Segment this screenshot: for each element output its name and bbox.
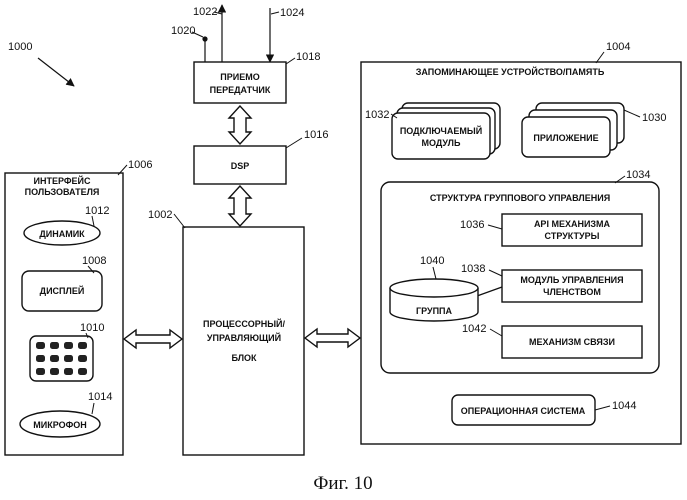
ref-1030: 1030 (642, 112, 666, 124)
microphone-label: МИКРОФОН (33, 420, 87, 430)
processor-label-1: ПРОЦЕССОРНЫЙ/ (203, 318, 285, 329)
ui-processor-arrow (124, 330, 182, 348)
ref-1042: 1042 (462, 323, 486, 335)
plugin-label-2: МОДУЛЬ (422, 138, 461, 148)
ref-1006: 1006 (128, 159, 152, 171)
display-label: ДИСПЛЕЙ (40, 285, 85, 296)
ref-1036: 1036 (460, 219, 484, 231)
ref-1002: 1002 (148, 209, 172, 221)
ref-1016-leader (286, 138, 302, 148)
dsp-label: DSP (231, 161, 250, 171)
keypad-key (50, 368, 59, 375)
transceiver-box (194, 62, 286, 103)
os-label: ОПЕРАЦИОННАЯ СИСТЕМА (461, 406, 586, 416)
transceiver-label-1: ПРИЕМО (220, 72, 259, 82)
ref-1038: 1038 (461, 263, 485, 275)
group-framework-title: СТРУКТУРА ГРУППОВОГО УПРАВЛЕНИЯ (430, 193, 610, 203)
speaker-label: ДИНАМИК (39, 229, 85, 239)
ref-1004: 1004 (606, 41, 630, 53)
keypad-key (50, 342, 59, 349)
keypad-key (64, 368, 73, 375)
keypad-key (36, 355, 45, 362)
ref-1034: 1034 (626, 169, 650, 181)
ref-1016: 1016 (304, 129, 328, 141)
processor-memory-arrow (305, 329, 360, 347)
application-label: ПРИЛОЖЕНИЕ (533, 133, 598, 143)
ref-1000-arrow (38, 58, 74, 86)
ref-1022: 1022 (193, 6, 217, 18)
ref-1018: 1018 (296, 51, 320, 63)
transceiver-dsp-arrow (229, 106, 251, 144)
ref-1002-leader (174, 214, 185, 228)
ref-1000: 1000 (8, 41, 32, 53)
membership-label-2: ЧЛЕНСТВОМ (543, 287, 601, 297)
ref-1044: 1044 (612, 400, 636, 412)
keypad-key (50, 355, 59, 362)
membership-label-1: МОДУЛЬ УПРАВЛЕНИЯ (520, 275, 623, 285)
ref-1018-leader (286, 58, 295, 64)
ref-1024: 1024 (280, 7, 304, 19)
ref-1020: 1020 (171, 25, 195, 37)
figure-caption: Фиг. 10 (313, 473, 372, 494)
api-label-1: API МЕХАНИЗМА (534, 219, 611, 229)
keypad-key (78, 368, 87, 375)
keypad-key (64, 342, 73, 349)
transceiver-label-2: ПЕРЕДАТЧИК (210, 85, 271, 95)
ui-title-2: ПОЛЬЗОВАТЕЛЯ (25, 187, 100, 197)
plugin-box (392, 113, 490, 159)
memory-title: ЗАПОМИНАЮЩЕЕ УСТРОЙСТВО/ПАМЯТЬ (416, 66, 605, 77)
processor-label-2: УПРАВЛЯЮЩИЙ (207, 332, 281, 343)
ref-1010: 1010 (80, 322, 104, 334)
group-label: ГРУППА (416, 306, 453, 316)
processor-label-3: БЛОК (231, 353, 257, 363)
api-label-2: СТРУКТУРЫ (545, 231, 600, 241)
ref-1014: 1014 (88, 391, 112, 403)
plugin-label-1: ПОДКЛЮЧАЕМЫЙ (400, 125, 482, 136)
antenna-dot-icon (202, 36, 207, 41)
dsp-processor-arrow (229, 186, 251, 226)
keypad-key (64, 355, 73, 362)
ui-title-1: ИНТЕРФЕЙС (33, 175, 91, 186)
keypad-key (78, 342, 87, 349)
communication-label: МЕХАНИЗМ СВЯЗИ (529, 337, 615, 347)
keypad-key (36, 342, 45, 349)
ref-1032: 1032 (365, 109, 389, 121)
keypad-key (78, 355, 87, 362)
ref-1024-leader (271, 12, 279, 14)
keypad-key (36, 368, 45, 375)
ref-1012: 1012 (85, 205, 109, 217)
ref-1008: 1008 (82, 255, 106, 267)
ref-1040: 1040 (420, 255, 444, 267)
